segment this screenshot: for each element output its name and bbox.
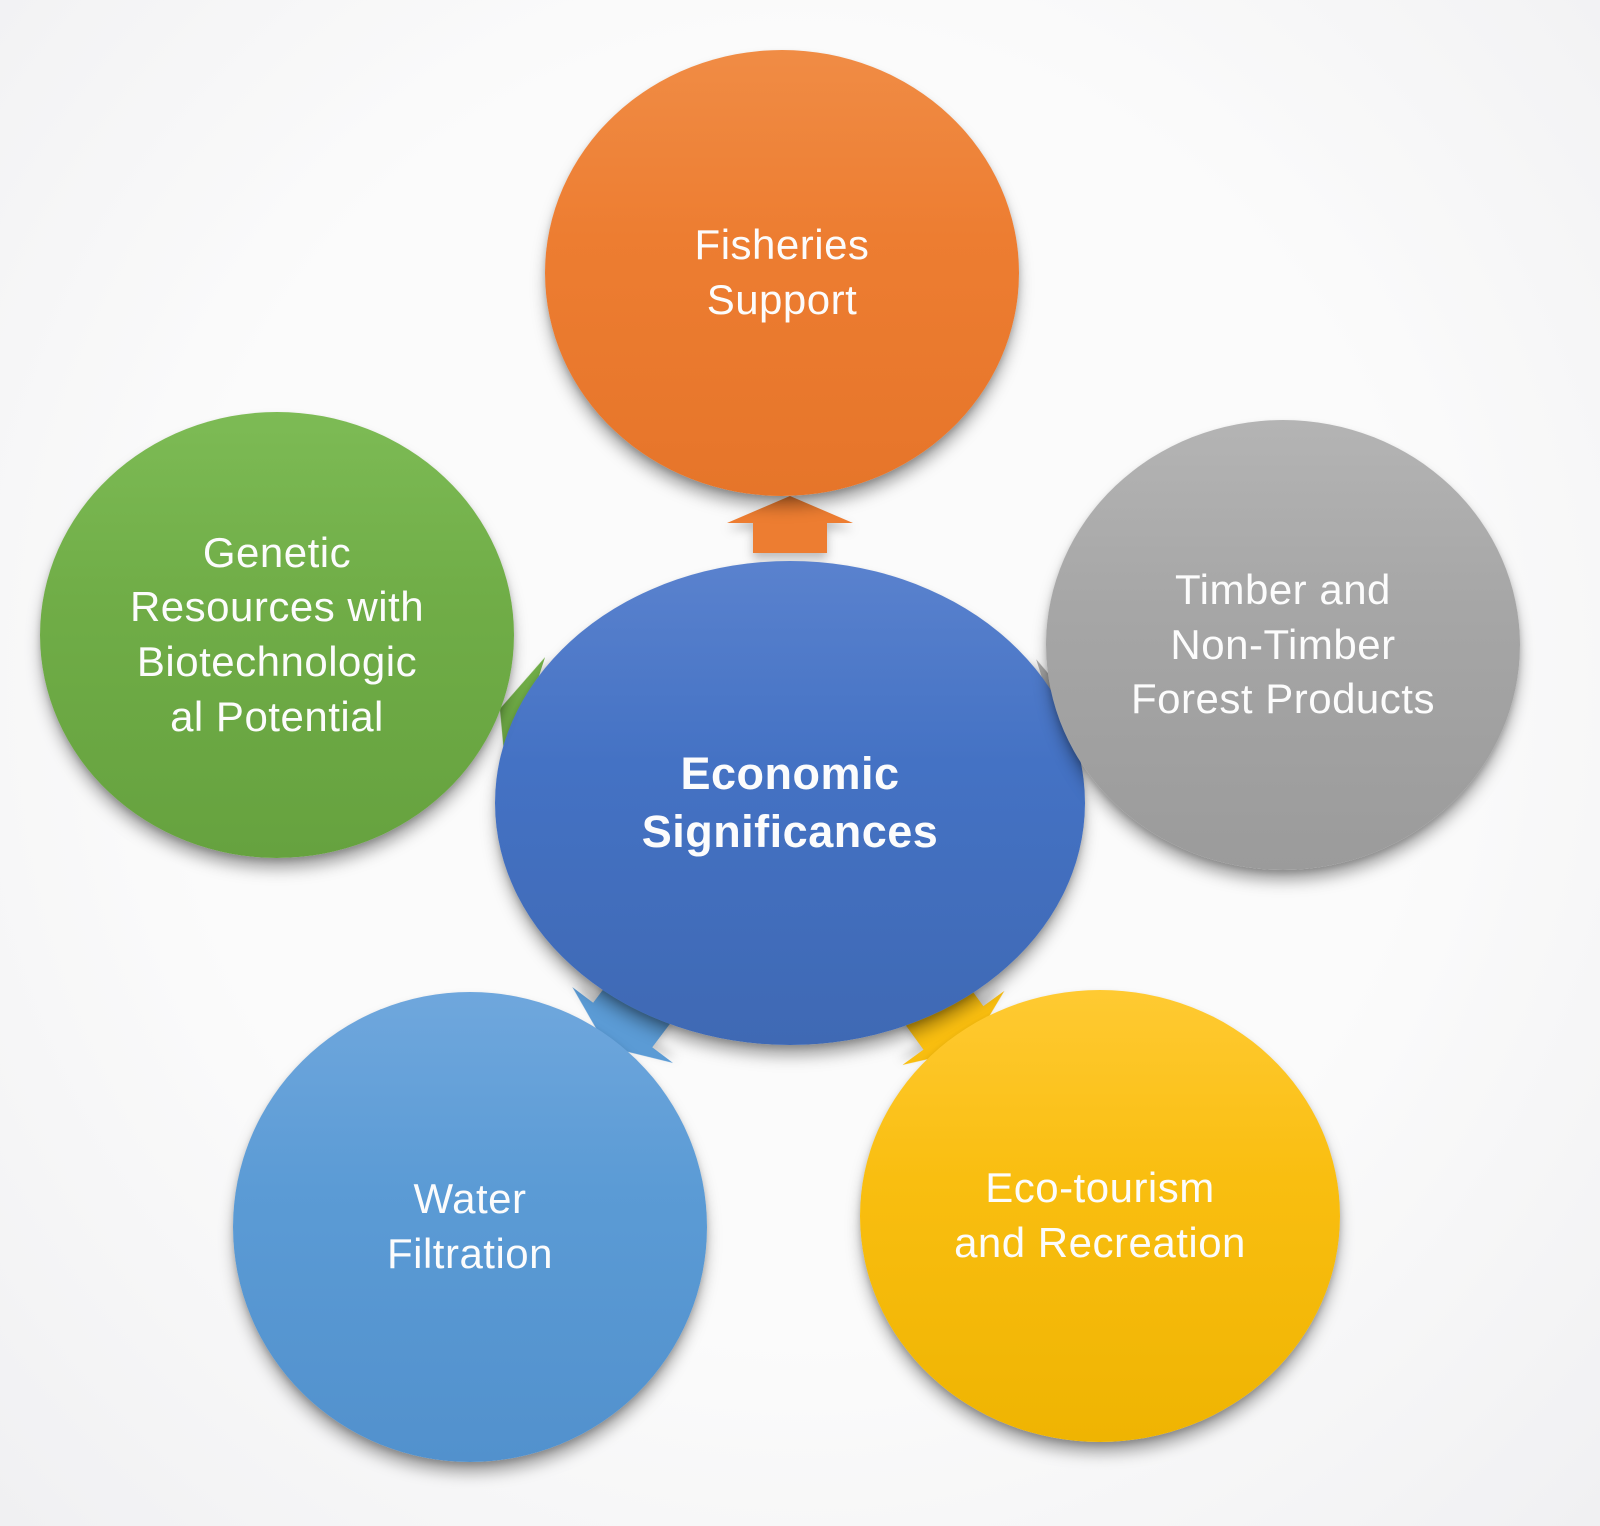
node-timber-and-non-timber-forest-products: Timber and Non-Timber Forest Products <box>1046 420 1520 870</box>
arrow-to-eco-tourism <box>902 981 1005 1065</box>
node-label: Water Filtration <box>386 1175 554 1277</box>
node-label: Timber and Non-Timber Forest Products <box>1131 566 1435 723</box>
node-economic-significances: Economic Significances <box>495 561 1085 1045</box>
arrow-to-fisheries-support <box>727 496 853 553</box>
node-label: Economic Significances <box>641 747 939 858</box>
node-label: Genetic Resources with Biotechnologic al… <box>129 528 425 740</box>
node-genetic-resources-with-biotechnological-potential: Genetic Resources with Biotechnologic al… <box>40 412 514 858</box>
node-water-filtration: Water Filtration <box>233 992 707 1462</box>
node-label: Fisheries Support <box>694 221 870 323</box>
node-eco-tourism-and-recreation: Eco-tourism and Recreation <box>860 990 1340 1442</box>
node-label: Eco-tourism and Recreation <box>954 1164 1246 1266</box>
arrow-to-water-filtration <box>572 978 674 1063</box>
node-fisheries-support: Fisheries Support <box>545 50 1019 496</box>
